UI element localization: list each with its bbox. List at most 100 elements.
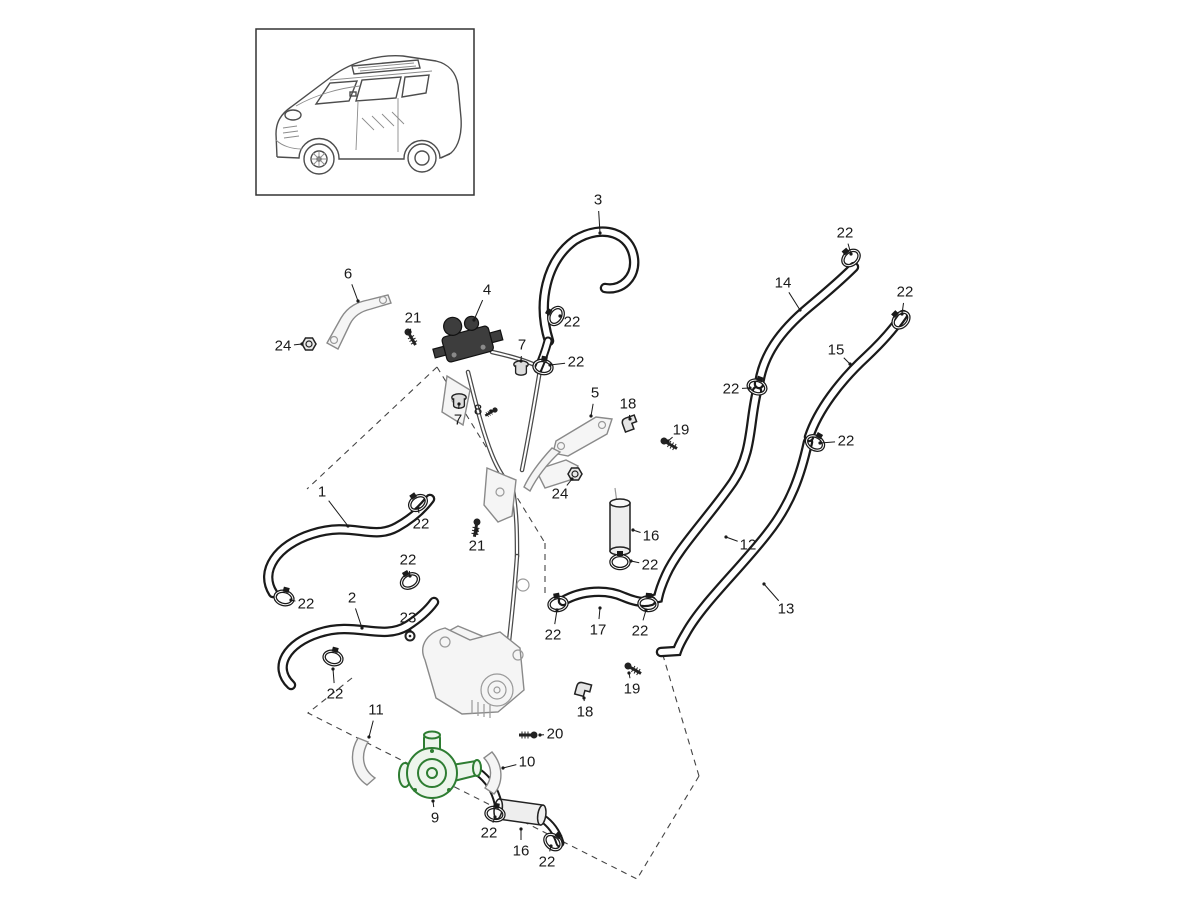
- part-label-22: 22: [298, 596, 315, 613]
- leader-dot: [598, 231, 602, 235]
- leader-dot: [548, 363, 552, 367]
- part-label-5: 5: [591, 385, 599, 402]
- part-label-22: 22: [897, 284, 914, 301]
- leader-dot: [356, 299, 360, 303]
- leader-dot: [818, 441, 822, 445]
- leader-dot: [644, 608, 648, 612]
- leader-dot: [457, 402, 461, 406]
- leader-dot: [408, 574, 412, 578]
- leader-dot: [346, 524, 350, 528]
- part-label-19: 19: [624, 681, 641, 698]
- part-label-22: 22: [568, 354, 585, 371]
- part-label-2: 2: [348, 590, 356, 607]
- leader-line: [549, 362, 566, 366]
- part-label-17: 17: [590, 622, 607, 639]
- hose-14: [759, 267, 854, 384]
- leader-line: [328, 500, 349, 527]
- part-label-8: 8: [474, 402, 482, 419]
- part-label-4: 4: [483, 282, 491, 299]
- leader-dot: [300, 342, 304, 346]
- part-label-22: 22: [632, 623, 649, 640]
- nut-24b: [567, 467, 583, 481]
- leader-dot: [631, 528, 635, 532]
- leader-dot: [416, 506, 420, 510]
- part-label-10: 10: [519, 754, 536, 771]
- leader-line: [642, 609, 647, 621]
- leader-line: [554, 609, 558, 625]
- part-label-22: 22: [481, 825, 498, 842]
- leader-dot: [849, 252, 853, 256]
- leader-line: [901, 302, 905, 315]
- part-label-14: 14: [775, 275, 792, 292]
- leader-line: [355, 608, 363, 629]
- leader-dot: [549, 844, 553, 848]
- part-label-22: 22: [838, 433, 855, 450]
- leader-line: [590, 403, 594, 417]
- part-label-19: 19: [673, 422, 690, 439]
- leader-dot: [408, 629, 412, 633]
- part-label-22: 22: [413, 516, 430, 533]
- grommet-7a: [513, 360, 529, 376]
- part-label-22: 22: [400, 552, 417, 569]
- part-label-18: 18: [620, 396, 637, 413]
- part-label-15: 15: [828, 342, 845, 359]
- leader-dot: [289, 598, 293, 602]
- leader-dot: [360, 626, 364, 630]
- leader-dot: [582, 696, 586, 700]
- leader-dot: [848, 362, 852, 366]
- leader-dot: [627, 671, 631, 675]
- leader-line: [725, 536, 738, 542]
- engine-bracket-assembly: [422, 374, 579, 718]
- leader-line: [598, 210, 601, 234]
- leader-dot: [748, 386, 752, 390]
- part-label-23: 23: [400, 610, 417, 627]
- leader-line: [351, 284, 359, 302]
- part-label-6: 6: [344, 266, 352, 283]
- part-label-22: 22: [723, 381, 740, 398]
- part-label-24: 24: [552, 486, 569, 503]
- part-label-3: 3: [594, 192, 602, 209]
- hose-15: [809, 315, 903, 437]
- leader-line: [473, 299, 484, 321]
- leader-dot: [475, 528, 479, 532]
- leader-dot: [501, 766, 505, 770]
- part-label-7: 7: [518, 337, 526, 354]
- vehicle-thumbnail-box: [255, 28, 475, 196]
- part-label-22: 22: [539, 854, 556, 871]
- leader-dot: [489, 409, 493, 413]
- leader-line: [788, 292, 801, 311]
- part-label-22: 22: [564, 314, 581, 331]
- screw-21b: [470, 517, 482, 538]
- screw-19a: [658, 435, 680, 453]
- leader-dot: [570, 477, 574, 481]
- hose-1: [268, 499, 430, 593]
- leader-line: [847, 243, 852, 255]
- changeover-valve: [432, 315, 504, 363]
- part-label-18: 18: [577, 704, 594, 721]
- hose-3: [538, 232, 634, 369]
- leader-dot: [629, 559, 633, 563]
- part-label-20: 20: [547, 726, 564, 743]
- leader-line: [502, 764, 517, 769]
- leader-dot: [367, 735, 371, 739]
- connector-pipe-16-vertical: [609, 487, 631, 556]
- leader-line: [368, 720, 374, 738]
- leader-dot: [538, 733, 542, 737]
- leader-dot: [724, 535, 728, 539]
- leader-dot: [598, 606, 602, 610]
- part-label-12: 12: [740, 537, 757, 554]
- leader-dot: [472, 318, 476, 322]
- hose-17: [563, 592, 651, 602]
- part-label-11: 11: [368, 702, 384, 719]
- part-label-21: 21: [469, 538, 486, 555]
- part-label-9: 9: [431, 810, 439, 827]
- leader-line: [598, 607, 601, 620]
- nut-24a: [301, 337, 317, 351]
- leader-dot: [519, 359, 523, 363]
- part-label-22: 22: [545, 627, 562, 644]
- part-label-7: 7: [454, 412, 462, 429]
- part-label-22: 22: [837, 225, 854, 242]
- leader-dot: [331, 667, 335, 671]
